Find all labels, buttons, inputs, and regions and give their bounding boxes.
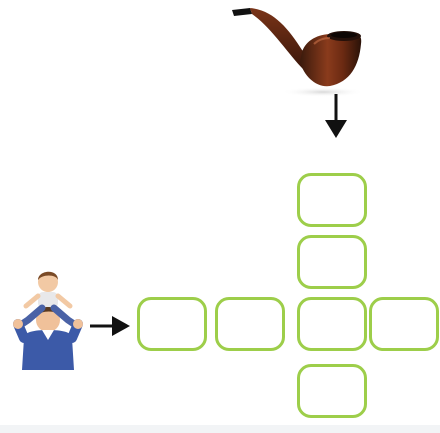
horizontal-cell-2[interactable] (215, 297, 285, 351)
vertical-cell-1[interactable] (297, 173, 367, 227)
horizontal-cell-1[interactable] (137, 297, 207, 351)
down-arrow-icon (325, 94, 347, 138)
right-arrow-icon (90, 316, 130, 336)
vertical-cell-2[interactable] (297, 235, 367, 289)
intersection-cell[interactable] (297, 297, 367, 351)
vertical-cell-4[interactable] (297, 364, 367, 418)
bottom-strip (0, 425, 440, 433)
father-carrying-child-icon (13, 271, 83, 370)
pipe-icon (232, 8, 365, 97)
horizontal-cell-4[interactable] (369, 297, 439, 351)
